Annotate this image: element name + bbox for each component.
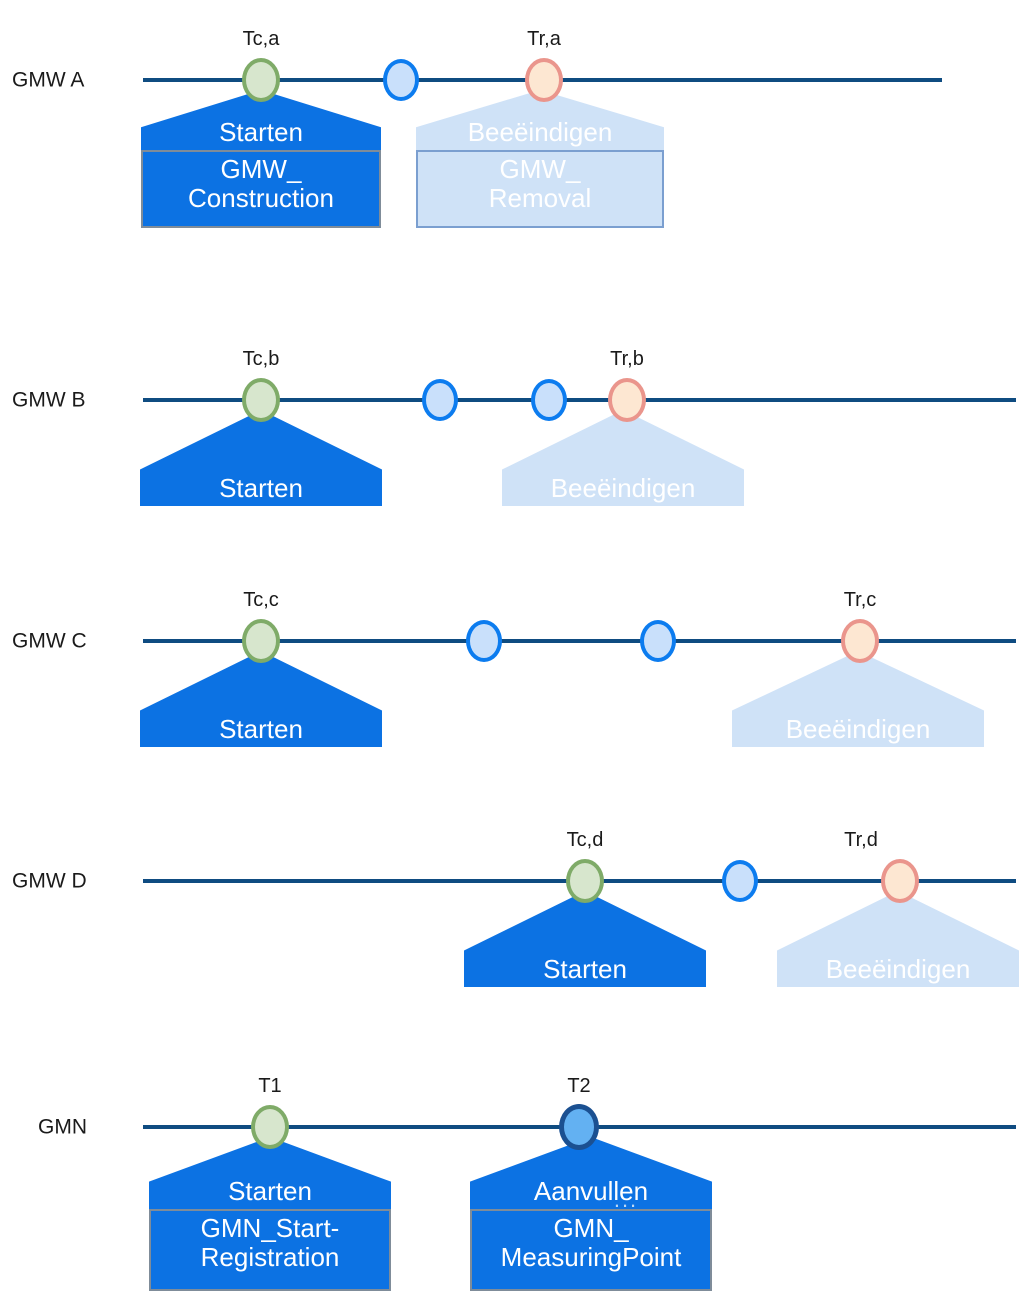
flag-action-label: Aanvullen	[533, 1175, 649, 1206]
timeline-marker-blue[interactable]	[722, 860, 758, 902]
flag-action-label: Starten	[219, 472, 303, 503]
timeline-marker-green[interactable]	[242, 58, 280, 102]
row-label-gmw-a: GMW A	[12, 68, 85, 92]
timeline-marker-green[interactable]	[566, 859, 604, 903]
event-flag-gmw-d-0[interactable]: Starten	[464, 891, 706, 987]
timeline-marker-blue[interactable]	[466, 620, 502, 662]
flag-object-line: GMW_	[499, 154, 581, 184]
flag-ellipsis-label: ...	[613, 1187, 639, 1212]
timeline-marker-red[interactable]	[608, 378, 646, 422]
timeline-marker-red[interactable]	[881, 859, 919, 903]
row-label-gmw-b: GMW B	[12, 388, 86, 412]
row-label-gmw-c: GMW C	[12, 629, 87, 653]
time-tick-label: Tr,b	[610, 348, 644, 370]
flag-roof: Starten	[140, 410, 382, 506]
event-flag-gmw-b-1[interactable]: Beeëindigen	[502, 410, 744, 506]
timeline-marker-green[interactable]	[251, 1105, 289, 1149]
flag-action-label: Beeëindigen	[785, 713, 931, 744]
time-tick-label: T1	[258, 1075, 282, 1097]
event-flag-gmw-c-0[interactable]: Starten	[140, 651, 382, 747]
flag-roof: Starten	[149, 1137, 391, 1209]
flag-roof: Starten	[140, 651, 382, 747]
timeline-marker-red[interactable]	[525, 58, 563, 102]
flag-action-label: Beeëindigen	[467, 116, 613, 147]
flag-roof: Beeëindigen	[777, 891, 1019, 987]
flag-object-box: GMN_MeasuringPoint	[470, 1209, 712, 1291]
flag-object-line: Registration	[200, 1242, 340, 1273]
time-tick-label: Tc,b	[242, 348, 280, 370]
row-label-gmw-d: GMW D	[12, 869, 87, 893]
flag-action-label: Beeëindigen	[825, 953, 971, 984]
flag-object-line: GMN_	[553, 1213, 629, 1243]
flag-roof: Beeëindigen	[502, 410, 744, 506]
flag-roof: Beeëindigen	[416, 90, 664, 150]
time-tick-label: T2	[567, 1075, 591, 1097]
timeline-marker-navy[interactable]	[559, 1104, 599, 1150]
time-tick-label: Tr,c	[843, 589, 877, 611]
flag-roof: Aanvullen...	[470, 1137, 712, 1212]
time-tick-label: Tr,d	[844, 829, 878, 851]
flag-object-line: Removal	[488, 183, 592, 214]
flag-action-label: Starten	[543, 953, 627, 984]
timeline-marker-green[interactable]	[242, 619, 280, 663]
flag-object-line: GMN_Start-	[200, 1213, 340, 1243]
flag-roof: Starten	[464, 891, 706, 987]
event-flag-gmw-b-0[interactable]: Starten	[140, 410, 382, 506]
timeline-axis-gmw-b	[143, 398, 1016, 402]
flag-object-line: MeasuringPoint	[500, 1242, 682, 1273]
timeline-marker-red[interactable]	[841, 619, 879, 663]
time-tick-label: Tc,c	[243, 589, 279, 611]
timeline-marker-blue[interactable]	[531, 379, 567, 421]
flag-action-label: Starten	[219, 713, 303, 744]
flag-object-line: GMW_	[220, 154, 302, 184]
flag-action-label: Beeëindigen	[550, 472, 696, 503]
time-tick-label: Tc,a	[242, 28, 280, 50]
timeline-marker-green[interactable]	[242, 378, 280, 422]
flag-roof: Beeëindigen	[732, 651, 984, 747]
time-tick-label: Tc,d	[566, 829, 604, 851]
timeline-marker-blue[interactable]	[383, 59, 419, 101]
flag-action-label: Starten	[228, 1175, 312, 1206]
flag-roof: Starten	[141, 90, 381, 150]
flag-action-label: Starten	[219, 116, 303, 147]
event-flag-gmw-d-1[interactable]: Beeëindigen	[777, 891, 1019, 987]
timeline-axis-gmw-c	[143, 639, 1016, 643]
event-flag-gmw-c-1[interactable]: Beeëindigen	[732, 651, 984, 747]
timeline-marker-blue[interactable]	[640, 620, 676, 662]
row-label-gmn: GMN	[38, 1115, 87, 1139]
flag-object-line: Construction	[188, 183, 334, 214]
flag-object-box: GMN_Start-Registration	[149, 1209, 391, 1291]
flag-object-box: GMW_Construction	[141, 150, 381, 228]
event-flag-gmn-1[interactable]: Aanvullen...GMN_MeasuringPoint	[470, 1137, 712, 1291]
flag-object-box: GMW_Removal	[416, 150, 664, 228]
timeline-marker-blue[interactable]	[422, 379, 458, 421]
time-tick-label: Tr,a	[527, 28, 561, 50]
